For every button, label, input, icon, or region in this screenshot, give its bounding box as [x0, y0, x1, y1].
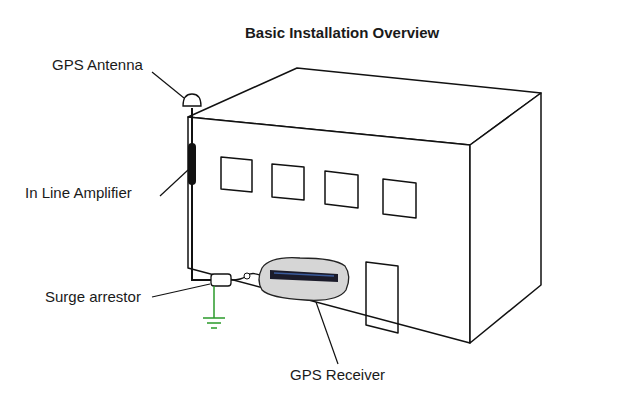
receiver-panel — [274, 273, 334, 276]
building-front — [188, 117, 470, 343]
gps-antenna — [183, 94, 201, 106]
in-line-amplifier — [188, 143, 196, 185]
part-label: Surge arrestor — [45, 288, 141, 306]
leader-line — [160, 170, 188, 196]
door — [366, 262, 398, 333]
surge-arrestor — [211, 274, 231, 286]
building-side — [470, 93, 541, 343]
gps-receiver — [270, 270, 338, 282]
connector — [244, 273, 250, 279]
leader-line — [152, 284, 210, 297]
window — [272, 164, 304, 200]
receiver-cable — [231, 274, 262, 281]
diagram-title: Basic Installation Overview — [245, 24, 439, 42]
leader-lines — [152, 72, 338, 364]
part-label: In Line Amplifier — [25, 184, 132, 202]
window — [325, 171, 358, 208]
part-label: GPS Antenna — [52, 56, 143, 74]
leader-line — [152, 72, 184, 98]
antenna-cable — [192, 108, 212, 280]
part-label: GPS Receiver — [290, 366, 385, 384]
leader-line — [316, 302, 338, 364]
ground-symbol — [203, 286, 225, 328]
window — [221, 157, 252, 192]
receiver-area — [259, 258, 349, 301]
window — [383, 179, 416, 218]
